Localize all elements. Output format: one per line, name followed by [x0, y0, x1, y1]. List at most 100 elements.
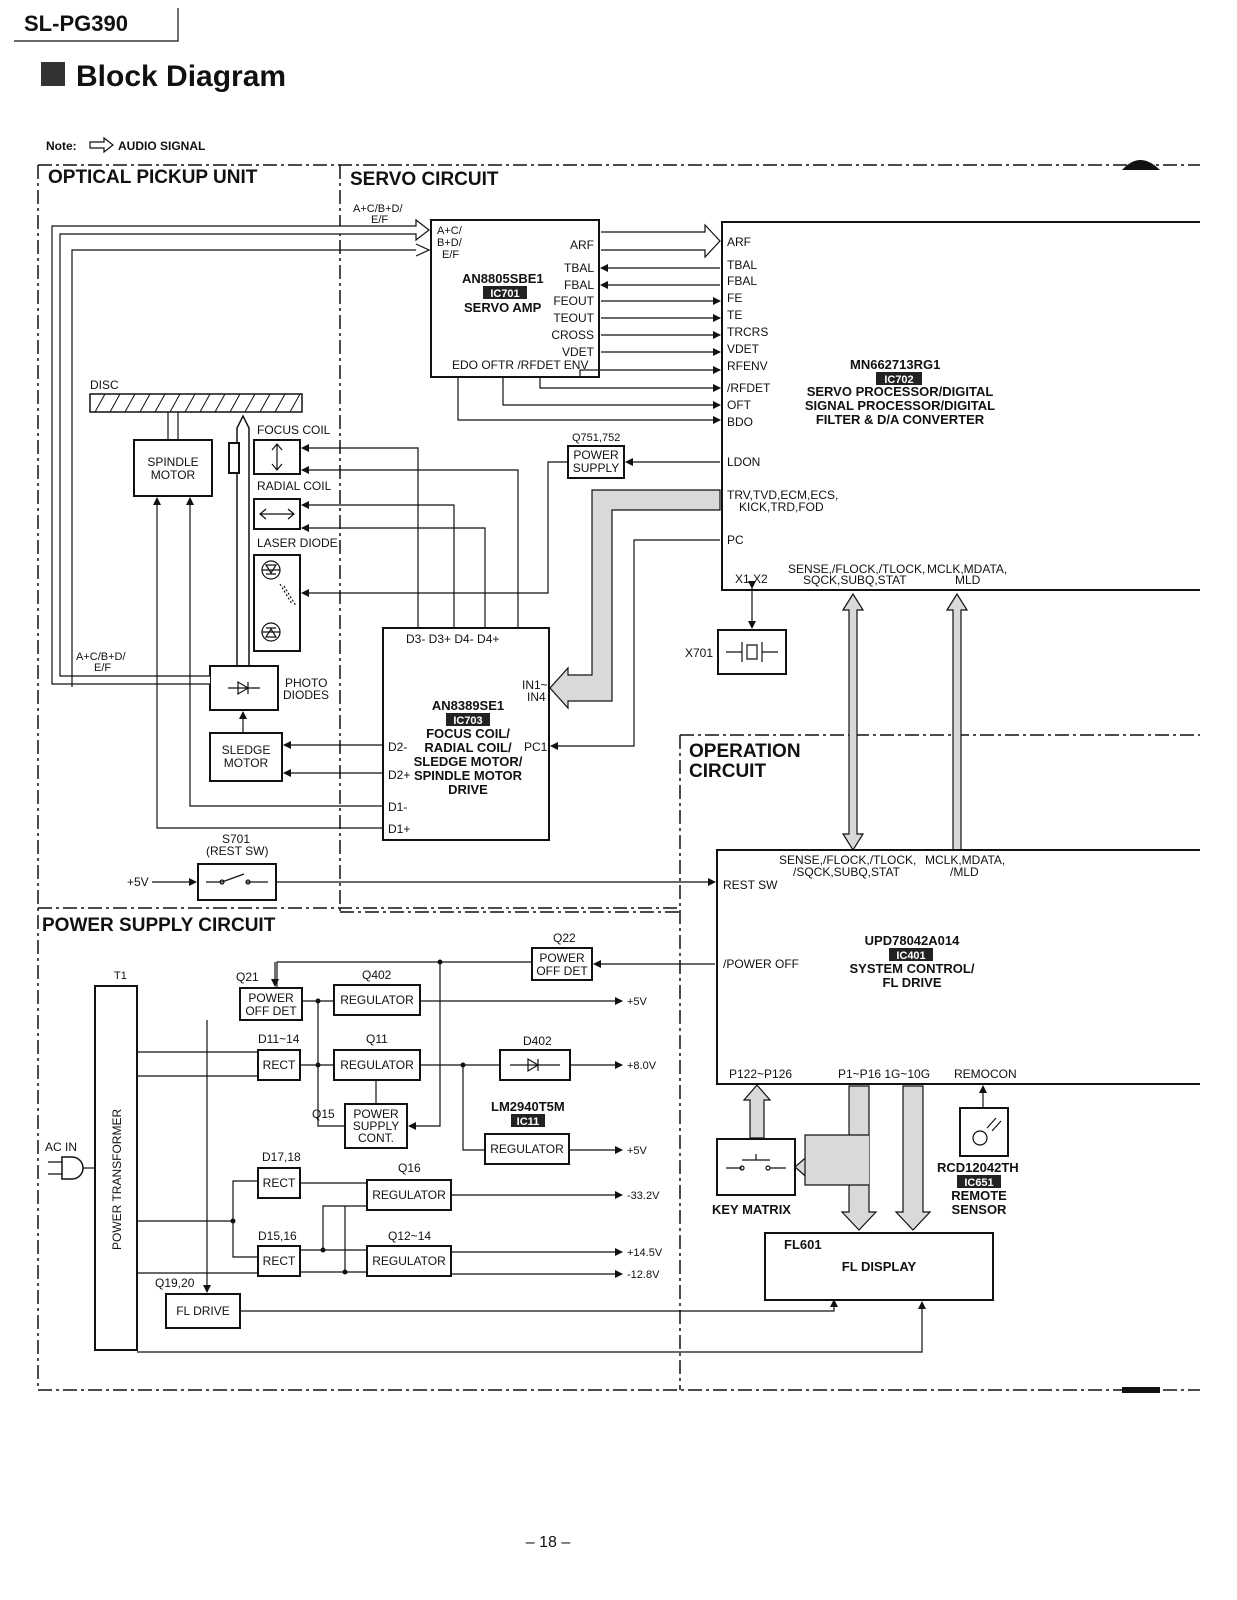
fl-drive-box [165, 1293, 241, 1329]
pc-line [550, 539, 720, 750]
spindle-motor-box [133, 439, 213, 497]
ic702-input-pins: ARFTBALFBALFETETRCRSVDETRFENV/RFDETOFTBD… [727, 235, 771, 429]
q21-label-1: POWER [248, 991, 294, 1005]
ic702-name-2: SIGNAL PROCESSOR/DIGITAL [805, 398, 995, 413]
q12-bias [322, 1205, 367, 1272]
focus-coil-label: FOCUS COIL [257, 423, 331, 437]
ic701-pin-6: VDET [562, 345, 595, 359]
ic702-ref: IC702 [884, 374, 913, 386]
binding-mark-top [1122, 160, 1160, 170]
ic703-ref-bg [446, 713, 490, 726]
title-square-icon [41, 62, 65, 86]
d3p-radial-line [301, 501, 455, 628]
rfdet-line [539, 377, 721, 392]
ic703-pin-pc1: PC1 [524, 740, 548, 754]
ic702-pin-x: X1,X2 [735, 572, 768, 586]
servo-signal-label-2: E/F [371, 214, 388, 226]
arf-audio-arrow [601, 223, 721, 259]
ic702-pin-ldon: LDON [727, 455, 760, 469]
mclk-bus [945, 592, 969, 851]
t1-to-d11 [137, 1051, 258, 1077]
d15-rect-label: RECT [263, 1254, 296, 1268]
t1-label: T1 [114, 970, 127, 982]
out-12v-label: -12.8V [627, 1269, 660, 1281]
ic701-pin-0: ARF [570, 238, 594, 252]
power-transformer-box [94, 985, 138, 1351]
ic702-bus2-label-1: MCLK,MDATA, [927, 562, 1007, 576]
junction-5 [230, 1218, 236, 1224]
ic11-ref-bg [511, 1114, 545, 1127]
q12-regulator-label: REGULATOR [372, 1254, 446, 1268]
ic701-pin-4: TEOUT [553, 311, 594, 325]
photo-diodes-label-1: PHOTO [285, 676, 327, 690]
ic701-pin-3: FEOUT [553, 294, 594, 308]
ic702-pin-10: BDO [727, 415, 753, 429]
page-title: Block Diagram [76, 60, 286, 93]
ic401-ref-bg [889, 948, 933, 961]
ic701-bottom-pins: EDO OFTR /RFDET ENV [452, 358, 588, 372]
q402-regulator-box [333, 984, 421, 1016]
ic701-pin-5: CROSS [551, 328, 594, 342]
ic703-pin-d2m: D2- [388, 740, 407, 754]
ic702-ref-bg [876, 372, 922, 385]
binding-mark-bottom [1122, 1387, 1160, 1393]
edo-to-bdo-line [457, 377, 721, 424]
focus-coil-bracket [228, 442, 240, 474]
ic701-in-1: A+C/ [437, 225, 463, 237]
ic703-part: AN8389SE1 [432, 698, 504, 713]
d17-label: D17,18 [262, 1150, 301, 1164]
q21-label: Q21 [236, 970, 259, 984]
laser-diode-symbol [262, 564, 280, 575]
radial-coil-arrow-icon [259, 508, 295, 520]
d4m-radial-line [301, 524, 486, 628]
ic702-name-3: FILTER & D/A CONVERTER [816, 412, 985, 427]
ic703-name-4: SPINDLE MOTOR [414, 768, 523, 783]
grid-bus [894, 1085, 932, 1231]
ic702-pin-5: TRCRS [727, 325, 768, 339]
ic703-name-2: RADIAL COIL/ [424, 740, 512, 755]
s701-sublabel: (REST SW) [206, 844, 268, 858]
q11-label: Q11 [366, 1032, 388, 1046]
ic401-name-2: FL DRIVE [883, 975, 942, 990]
pickup-beam [236, 414, 250, 665]
rf-signal-arrow-2 [415, 243, 431, 257]
ic401-bus1-label-2: /SQCK,SUBQ,STAT [793, 865, 901, 879]
ac-plug-icon [61, 1156, 84, 1180]
ic401-pin-ports2: P1~P16 1G~10G [838, 1067, 930, 1081]
q11-regulator-label: REGULATOR [340, 1058, 414, 1072]
ic703-name-1: FOCUS COIL/ [426, 726, 510, 741]
pd-signal-label-1: A+C/B+D/ [76, 651, 126, 663]
note-text: AUDIO SIGNAL [118, 139, 205, 153]
out-8v-label: +8.0V [627, 1060, 657, 1072]
q15-label: Q15 [312, 1107, 335, 1121]
section-borders [37, 160, 1200, 1393]
section-servo-title: SERVO CIRCUIT [350, 169, 499, 190]
ic703-in-1: IN1~ [522, 678, 548, 692]
q751-label: Q751,752 [572, 432, 620, 444]
ic702-bus1-label-2: SQCK,SUBQ,STAT [803, 573, 907, 587]
d1p-spindle-line [153, 497, 383, 829]
d11-label: D11~14 [258, 1032, 300, 1046]
power-supply: T1 POWER TRANSFORMER AC IN Q21 POWER OFF… [45, 931, 926, 1353]
rcd-label: RCD12042TH [937, 1160, 1019, 1175]
ac-plug-pins [48, 1161, 62, 1175]
power-transformer-label: POWER TRANSFORMER [110, 1109, 124, 1250]
q11-to-ic11 [462, 1065, 485, 1151]
ic702-pin-trv-2: KICK,TRD,FOD [739, 500, 824, 514]
ic401-box [716, 849, 1200, 1085]
q22-label: Q22 [553, 931, 576, 945]
env-to-rfenv-line [579, 366, 721, 377]
section-optical-title: OPTICAL PICKUP UNIT [48, 167, 258, 188]
disc-hatch [94, 393, 301, 413]
monitor-diode-symbol [262, 627, 280, 638]
sledge-motor-box [209, 732, 283, 782]
ic701-in-2: B+D/ [437, 237, 463, 249]
ic703-box [382, 627, 550, 841]
spindle-shaft [167, 412, 179, 440]
key-bus [742, 1084, 772, 1139]
q21-label-2: OFF DET [245, 1004, 297, 1018]
laser-diode-label: LASER DIODE [257, 536, 338, 550]
ic401-pin-poff: /POWER OFF [723, 957, 799, 971]
q21-box [239, 987, 303, 1021]
key-matrix-label: KEY MATRIX [712, 1202, 791, 1217]
